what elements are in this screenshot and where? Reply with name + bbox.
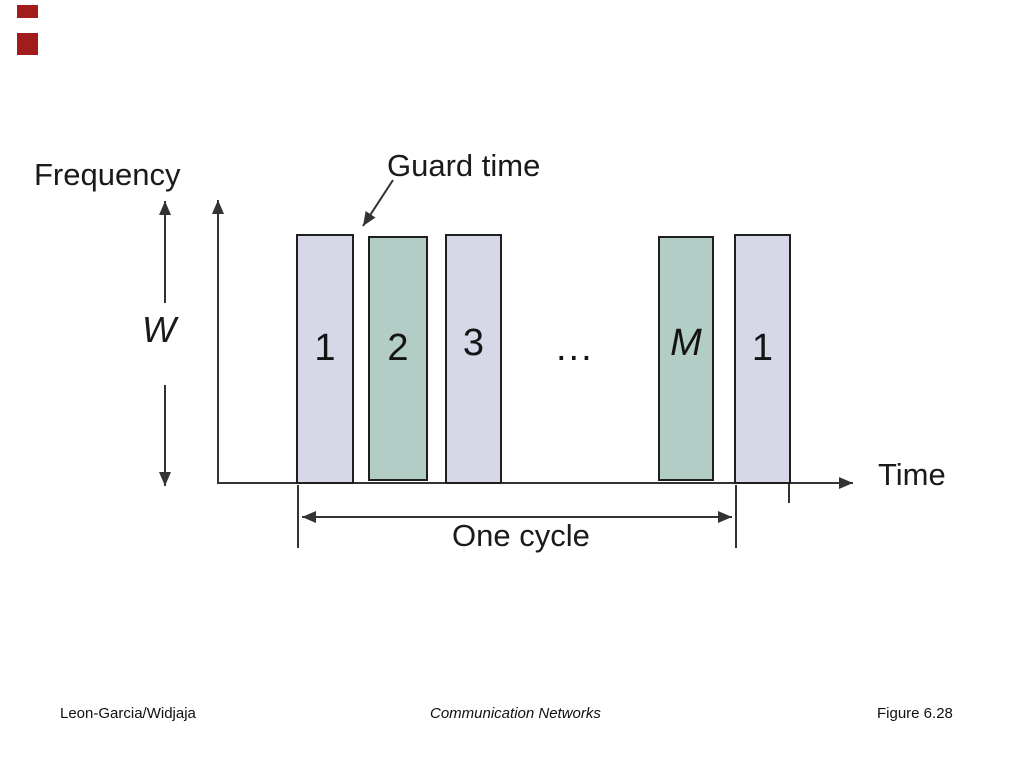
time-slot-1-repeat-label: 1 [751, 327, 774, 369]
time-slot-2-label: 2 [387, 327, 409, 369]
one-cycle-label: One cycle [452, 518, 590, 553]
time-slot-1-label: 1 [314, 327, 336, 369]
time-slot-2: 2 [368, 236, 428, 481]
time-axis-label: Time [878, 457, 946, 492]
red-marker-top [17, 5, 38, 18]
guard-time-label: Guard time [387, 148, 541, 183]
footer-author: Leon-Garcia/Widjaja [60, 705, 196, 722]
time-slot-m-label: M [670, 322, 702, 364]
footer-book-title: Communication Networks [430, 705, 601, 722]
ellipsis: ... [556, 327, 594, 369]
frequency-axis-label: Frequency [34, 157, 181, 192]
time-slot-3: 3 [445, 234, 502, 484]
guard-time-arrow [362, 179, 394, 227]
time-slot-1: 1 [296, 234, 354, 484]
time-slot-3-label: 3 [462, 322, 485, 364]
time-slot-1-repeat: 1 [734, 234, 791, 484]
bandwidth-label: W [142, 309, 176, 350]
red-marker-bottom [17, 33, 38, 55]
time-slot-m: M [658, 236, 714, 481]
footer-figure-number: Figure 6.28 [877, 705, 953, 722]
